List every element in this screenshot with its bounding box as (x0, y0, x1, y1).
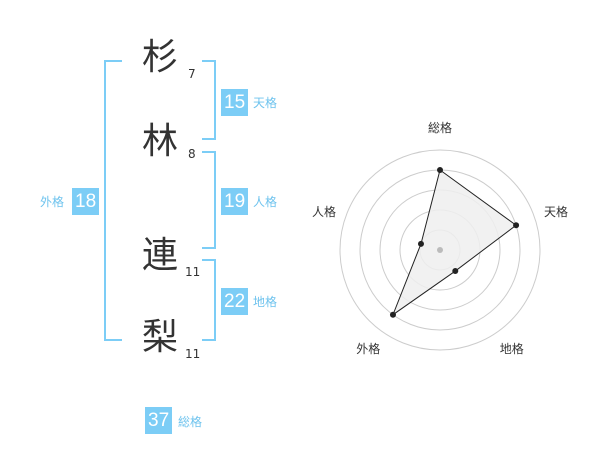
chikaku-bracket (202, 259, 216, 341)
stroke-count-3: 11 (185, 265, 201, 279)
soukaku-label: 総格 (178, 415, 203, 429)
jinkaku-label: 人格 (253, 195, 278, 209)
gaikaku-bracket (104, 60, 122, 341)
tenkaku-label: 天格 (253, 96, 278, 110)
radar-axis-chikaku: 地格 (499, 341, 524, 356)
radar-point (452, 268, 459, 275)
radar-axis-tenkaku: 天格 (544, 205, 569, 220)
fortune-radar-chart (339, 149, 541, 351)
tenkaku-bracket (202, 60, 216, 140)
radar-point (513, 222, 520, 229)
radar-axis-soukaku: 総格 (428, 121, 453, 135)
radar-point (437, 167, 443, 173)
radar-data-polygon (391, 169, 517, 317)
stroke-count-2: 8 (188, 147, 196, 161)
name-char-2: 林 (142, 121, 179, 162)
name-char-4: 梨 (142, 317, 179, 358)
chikaku-badge: 22 (221, 288, 249, 315)
radar-center (437, 247, 443, 253)
radar-point (417, 240, 424, 247)
gaikaku-badge: 18 (72, 188, 100, 215)
chikaku-label: 地格 (253, 295, 278, 309)
name-char-3: 連 (142, 235, 179, 276)
tenkaku-badge: 15 (221, 89, 249, 116)
stroke-count-1: 7 (188, 67, 196, 81)
name-char-1: 杉 (142, 37, 179, 78)
jinkaku-bracket (202, 151, 216, 249)
radar-ring (339, 149, 541, 351)
soukaku-badge: 37 (145, 407, 173, 434)
stroke-count-4: 11 (185, 347, 201, 361)
radar-axis-gaikaku: 外格 (356, 341, 381, 356)
gaikaku-label: 外格 (40, 195, 65, 209)
radar-point (389, 311, 396, 318)
jinkaku-badge: 19 (221, 188, 249, 215)
radar-axis-jinkaku: 人格 (311, 205, 336, 220)
